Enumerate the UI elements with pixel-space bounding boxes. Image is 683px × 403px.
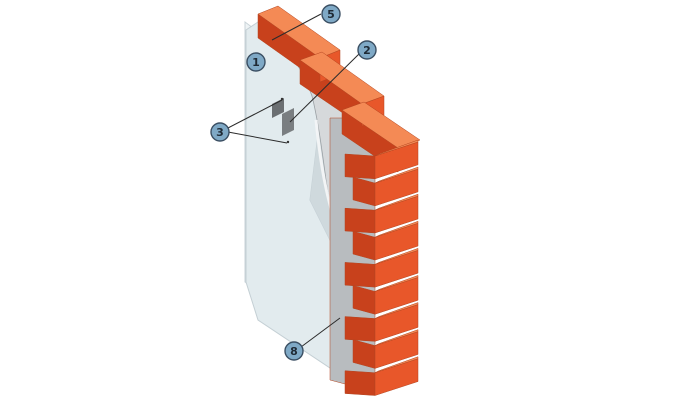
- brick-course-side: [344, 207, 376, 234]
- callout-label-8: 8: [290, 345, 298, 358]
- callout-1: 1: [246, 52, 266, 72]
- brick-course-top-edge: [374, 275, 419, 292]
- brick-course-side: [344, 316, 376, 342]
- callout-label-5: 5: [327, 8, 335, 21]
- brick-course-top-edge: [374, 329, 419, 346]
- callout-2: 2: [357, 40, 377, 60]
- leader-8: [300, 317, 341, 348]
- brick-course-top-edge: [374, 139, 419, 157]
- leader-lines: [227, 13, 361, 348]
- callout-3: 3: [210, 122, 230, 142]
- fastener-point: [280, 97, 284, 101]
- brick-top-course: [257, 5, 341, 59]
- brick-course-side: [344, 262, 376, 288]
- anchor-clip-bottom: [282, 108, 294, 136]
- leader-3a: [227, 99, 283, 129]
- leader-2: [289, 52, 361, 123]
- fastener-point: [286, 140, 290, 144]
- brick-course-top-edge: [374, 166, 419, 184]
- callout-8: 8: [284, 341, 304, 361]
- callout-label-2: 2: [363, 44, 371, 57]
- brick-top-course: [341, 101, 421, 149]
- anchor-fasteners: [272, 97, 294, 144]
- callout-label-1: 1: [252, 56, 260, 69]
- brick-top-course: [299, 51, 385, 105]
- anchor-clip-top: [272, 98, 284, 118]
- callout-5: 5: [321, 4, 341, 24]
- brick-wall: [257, 5, 421, 396]
- brick-course-top-edge: [374, 220, 419, 238]
- brick-course-side: [344, 370, 376, 396]
- brick-course-top-edge: [374, 302, 419, 319]
- brick-course-top-edge: [374, 193, 419, 211]
- brick-course-side: [344, 153, 376, 180]
- brick-course-top-edge: [374, 356, 419, 373]
- leader-3b: [227, 131, 288, 144]
- leader-5: [271, 13, 322, 41]
- callout-label-3: 3: [216, 126, 224, 139]
- brick-course-top-edge: [374, 248, 419, 265]
